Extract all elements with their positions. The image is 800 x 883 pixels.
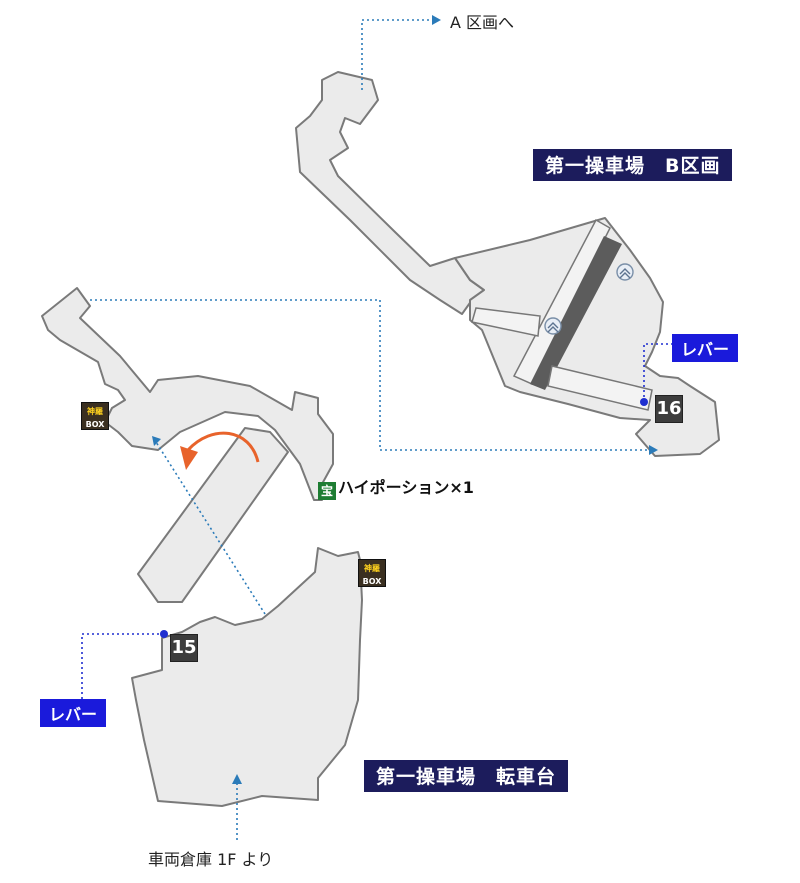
route-arrow-icon xyxy=(649,445,658,455)
shinra-box-brand: 神羅 xyxy=(87,407,103,416)
treasure-item-label: ハイポーション×1 xyxy=(338,478,474,497)
elevator-icon[interactable] xyxy=(544,317,562,335)
point-15-badge: 15 xyxy=(170,634,198,662)
lever-turntable-marker[interactable] xyxy=(160,630,168,638)
treasure-icon: 宝 xyxy=(318,482,336,500)
lever-b-route xyxy=(643,343,672,402)
route-arrow-icon xyxy=(432,15,441,25)
turntable-area-region xyxy=(131,547,363,807)
upper-corridor-region xyxy=(295,71,485,315)
lever-b-marker[interactable] xyxy=(640,398,648,406)
turntable-area-title: 第一操車場 転車台 xyxy=(364,760,569,792)
shinra-box-text: BOX xyxy=(85,420,105,429)
lever-turntable-route xyxy=(81,633,164,700)
point-16-badge: 16 xyxy=(655,395,683,423)
shinra-box-icon[interactable]: 神羅 BOX xyxy=(81,402,109,430)
shinra-box-brand: 神羅 xyxy=(364,564,380,573)
from-warehouse-label: 車両倉庫 1F より xyxy=(148,850,274,869)
route-to-area-a xyxy=(361,19,430,90)
shinra-box-text: BOX xyxy=(362,577,382,586)
area-b-track-long-shadow xyxy=(530,236,622,390)
rotation-arrowhead-icon xyxy=(180,446,198,470)
route-arrow-icon xyxy=(232,774,242,784)
area-b-title: 第一操車場 B区画 xyxy=(533,149,733,181)
turntable-track-strip xyxy=(137,427,289,603)
shinra-box-icon[interactable]: 神羅 BOX xyxy=(358,559,386,587)
route-arrow-icon xyxy=(152,436,161,446)
lever-b-label[interactable]: レバー xyxy=(672,334,739,362)
route-corridor-to-b xyxy=(90,299,648,451)
curved-corridor-region xyxy=(41,287,334,501)
elevator-icon[interactable] xyxy=(616,263,634,281)
area-b-region xyxy=(454,217,720,457)
rotation-arrow-icon xyxy=(186,431,260,463)
route-turntable-to-corridor xyxy=(155,441,266,615)
to-area-a-label: A 区画へ xyxy=(450,13,515,32)
lever-turntable-label[interactable]: レバー xyxy=(40,699,107,727)
area-b-track-lower xyxy=(547,365,653,411)
area-b-track-horizontal xyxy=(471,307,541,337)
treasure-item[interactable]: 宝ハイポーション×1 xyxy=(318,474,474,500)
